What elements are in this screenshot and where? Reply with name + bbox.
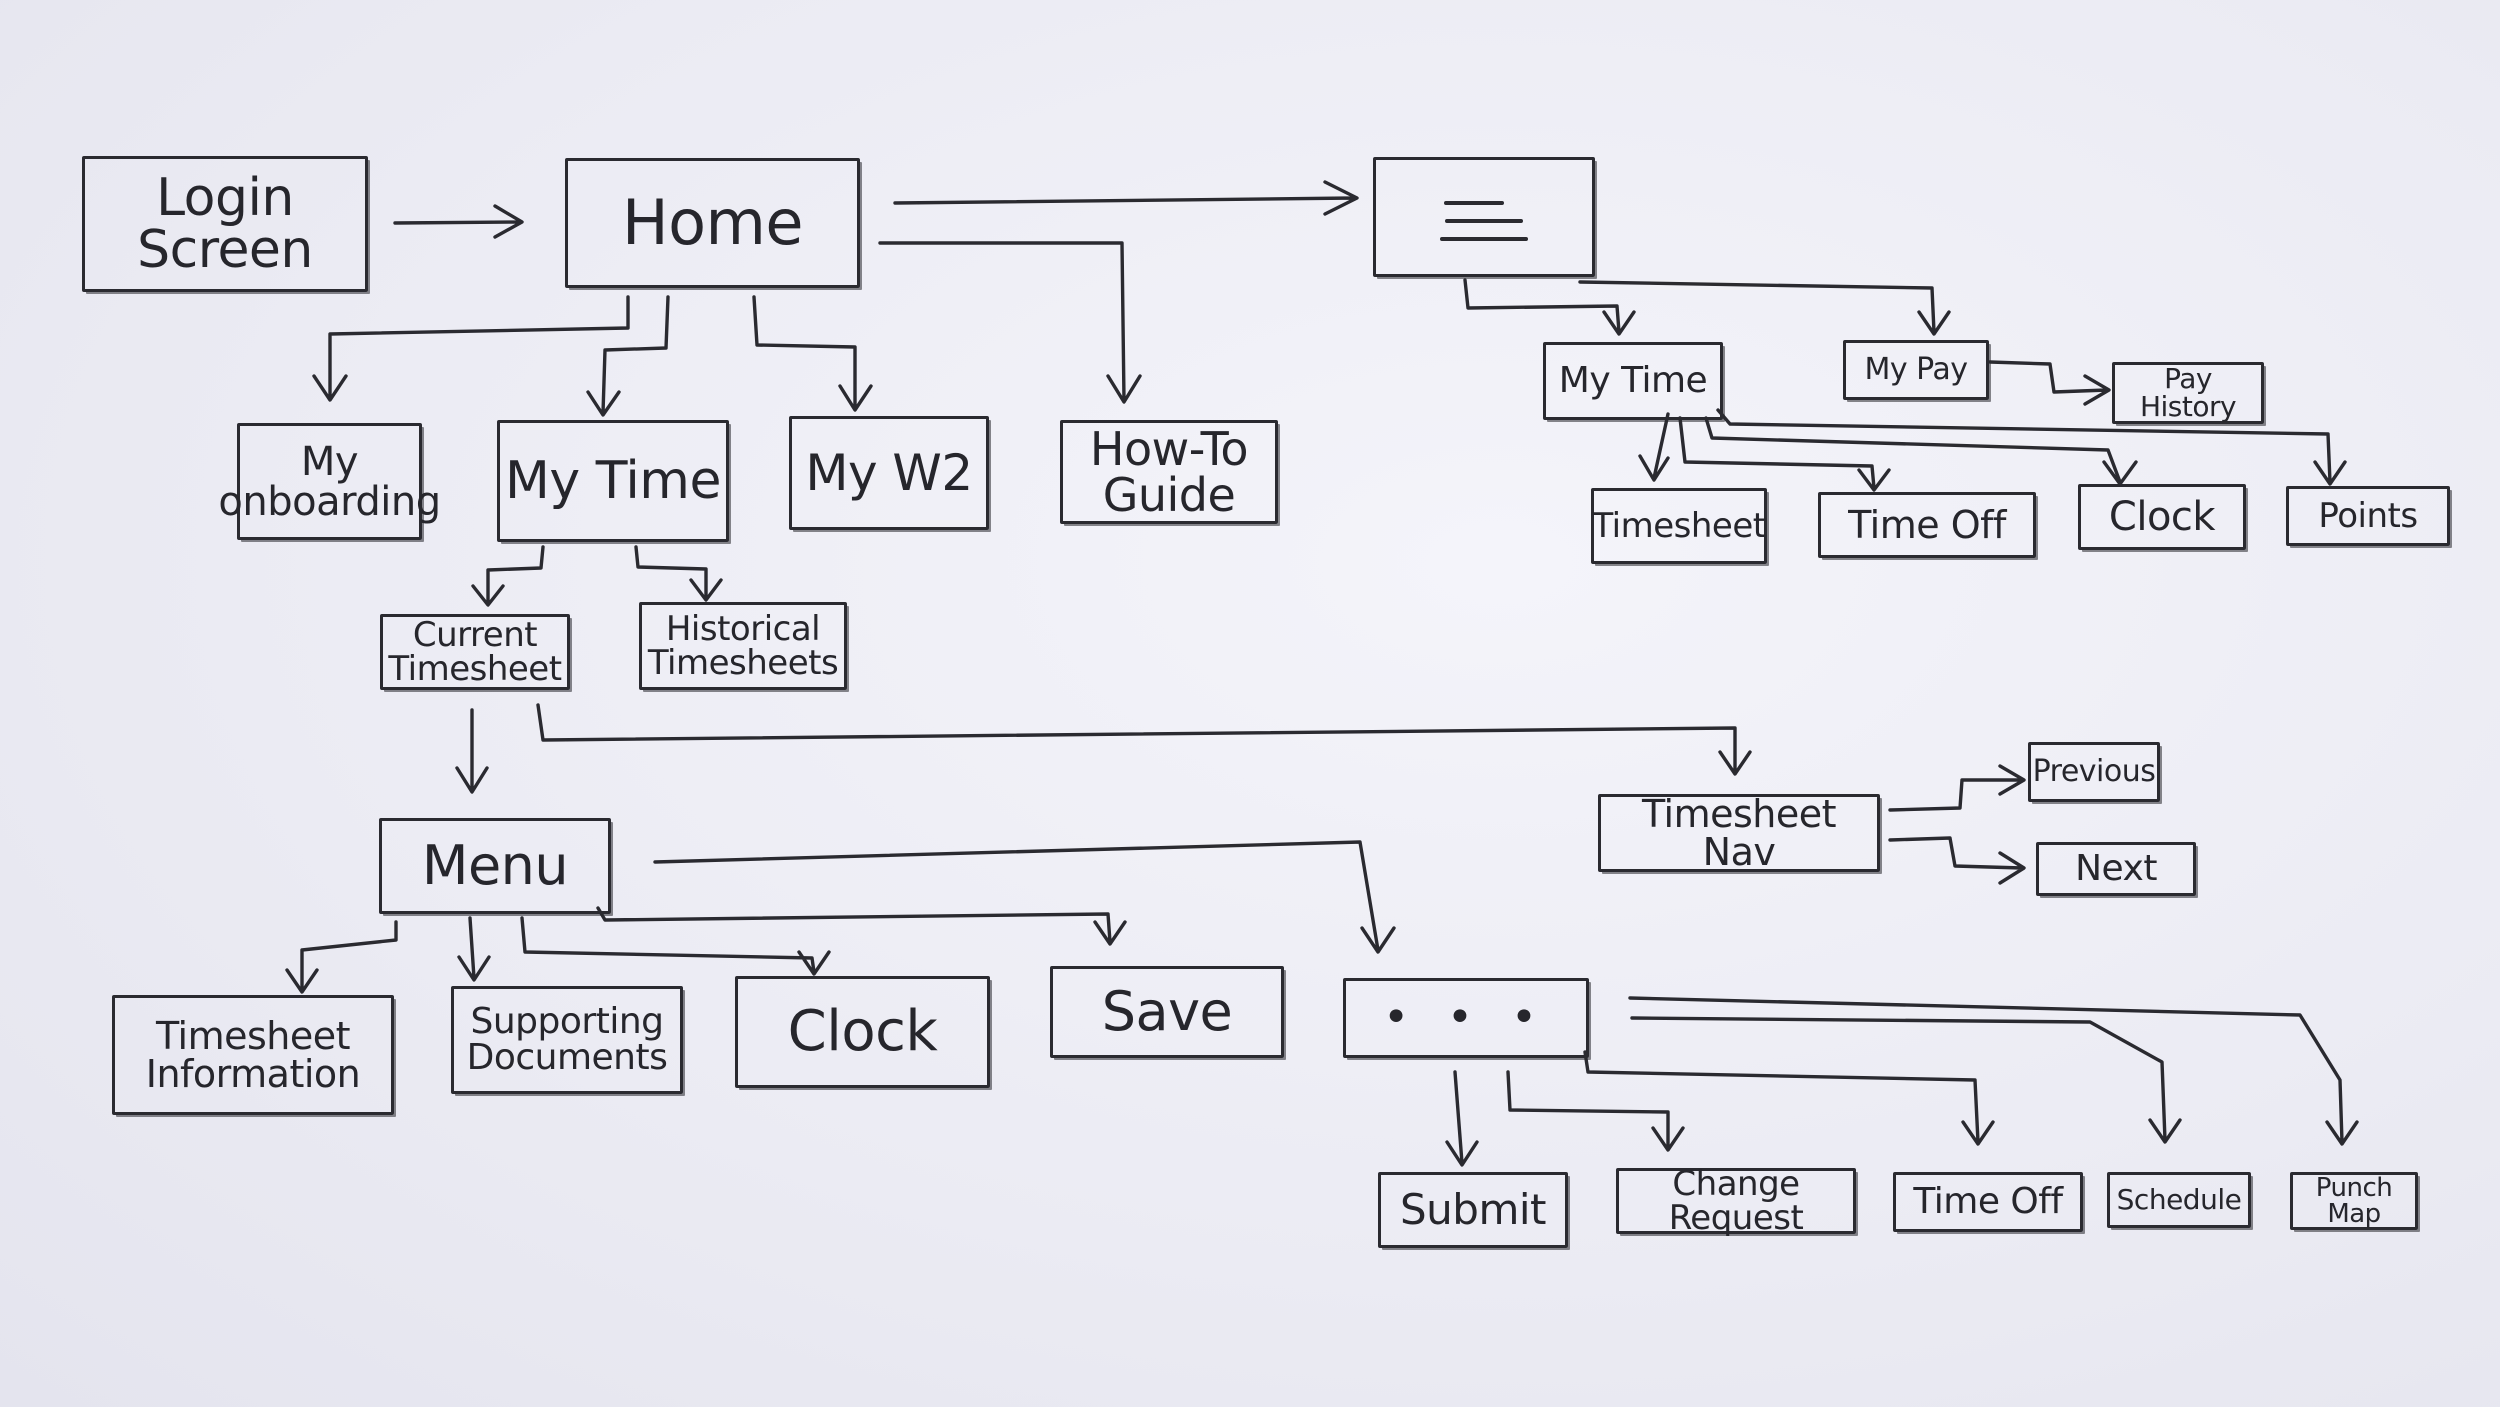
arrow-home-w2: [752, 295, 873, 412]
arrow-home-mytime: [586, 295, 670, 417]
punch-map-label: Punch Map: [2315, 1173, 2393, 1229]
arrow-menu-tsinfo: [285, 920, 398, 994]
my-w2-node[interactable]: My W2: [789, 416, 989, 530]
schedule-node[interactable]: Schedule: [2107, 1172, 2251, 1228]
arrow-current-menu: [455, 708, 489, 794]
arrow-more-change: [1506, 1070, 1685, 1152]
arrow-home-hamburger: [893, 180, 1359, 216]
arrow-more-punch: [1628, 996, 2359, 1146]
how-to-guide-label: How-To Guide: [1089, 422, 1249, 522]
change-request-label: Change Request: [1668, 1164, 1804, 1238]
my-w2-label: My W2: [805, 444, 973, 502]
arrow-login-home: [393, 204, 524, 239]
submit-label: Submit: [1400, 1185, 1547, 1234]
side-clock-label: Clock: [2108, 494, 2216, 540]
schedule-label: Schedule: [2116, 1183, 2242, 1216]
timesheet-nav-label: Timesheet Nav: [1641, 792, 1837, 874]
menu-label: Menu: [421, 834, 569, 897]
time-off-label: Time Off: [1913, 1181, 2063, 1222]
arrow-side-points: [1716, 408, 2347, 486]
login-screen-label: Login Screen: [137, 168, 313, 280]
supporting-documents-label: Supporting Documents: [466, 1001, 668, 1078]
historical-timesheets-node[interactable]: Historical Timesheets: [639, 602, 847, 690]
hamburger-line: [1440, 237, 1528, 241]
arrow-side-timeoff: [1678, 416, 1891, 492]
arrow-nav-next: [1888, 836, 2026, 885]
next-label: Next: [2075, 848, 2157, 889]
timesheet-information-label: Timesheet Information: [145, 1014, 361, 1096]
more-options-icon: • • •: [1383, 992, 1549, 1043]
side-time-off-label: Time Off: [1848, 503, 2006, 547]
side-points-label: Points: [2318, 496, 2418, 536]
arrow-menu-save: [596, 906, 1127, 946]
login-screen-node[interactable]: Login Screen: [82, 156, 368, 292]
current-timesheet-node[interactable]: Current Timesheet: [380, 614, 570, 690]
arrow-menu-more: [653, 840, 1396, 954]
side-timesheet-label: Timesheet: [1592, 506, 1766, 546]
menu-node[interactable]: Menu: [379, 818, 611, 914]
arrow-menu-supporting: [457, 916, 491, 982]
save-node[interactable]: Save: [1050, 966, 1284, 1058]
punch-map-node[interactable]: Punch Map: [2290, 1172, 2418, 1230]
arrow-mytime-historical: [634, 545, 723, 602]
hamburger-menu-node[interactable]: [1373, 157, 1595, 277]
side-clock-node[interactable]: Clock: [2078, 484, 2246, 550]
my-time-node[interactable]: My Time: [497, 420, 729, 542]
side-time-off-node[interactable]: Time Off: [1818, 492, 2036, 558]
arrow-more-submit: [1445, 1070, 1479, 1167]
timesheet-information-node[interactable]: Timesheet Information: [112, 995, 394, 1115]
home-label: Home: [621, 186, 804, 259]
clock-label: Clock: [787, 999, 938, 1064]
historical-timesheets-label: Historical Timesheets: [647, 609, 839, 683]
my-onboarding-node[interactable]: My onboarding: [218, 423, 441, 540]
next-node[interactable]: Next: [2036, 842, 2196, 896]
arrow-nav-previous: [1888, 764, 2026, 812]
arrow-home-onboarding: [312, 295, 630, 402]
previous-label: Previous: [2032, 754, 2156, 789]
current-timesheet-label: Current Timesheet: [388, 615, 562, 689]
clock-node[interactable]: Clock: [735, 976, 990, 1088]
arrow-more-schedule: [1630, 1016, 2182, 1144]
hamburger-line: [1444, 201, 1504, 205]
time-off-node[interactable]: Time Off: [1893, 1172, 2083, 1232]
save-label: Save: [1101, 980, 1233, 1043]
side-points-node[interactable]: Points: [2286, 486, 2450, 546]
arrow-ham-mytime: [1463, 278, 1636, 336]
my-time-label: My Time: [505, 451, 721, 511]
arrow-side-timesheet: [1638, 412, 1670, 482]
previous-node[interactable]: Previous: [2028, 742, 2160, 802]
how-to-guide-node[interactable]: How-To Guide: [1060, 420, 1278, 524]
my-onboarding-label: My onboarding: [218, 438, 441, 525]
arrow-home-howto: [878, 241, 1142, 404]
side-timesheet-node[interactable]: Timesheet: [1591, 488, 1767, 564]
home-node[interactable]: Home: [565, 158, 860, 288]
more-options-node[interactable]: • • •: [1343, 978, 1589, 1058]
arrow-menu-clock: [520, 916, 831, 976]
side-my-pay-label: My Pay: [1864, 352, 1968, 387]
pay-history-node[interactable]: Pay History: [2112, 362, 2264, 424]
hamburger-line: [1445, 219, 1523, 223]
arrow-current-nav: [536, 703, 1752, 776]
arrow-pay-history: [1988, 360, 2111, 406]
submit-node[interactable]: Submit: [1378, 1172, 1568, 1248]
arrow-ham-mypay: [1578, 280, 1951, 336]
arrow-mytime-current: [471, 545, 545, 607]
change-request-node[interactable]: Change Request: [1616, 1164, 1856, 1238]
timesheet-nav-node[interactable]: Timesheet Nav: [1598, 794, 1880, 872]
side-my-pay-node[interactable]: My Pay: [1843, 340, 1989, 400]
arrow-more-timeoff: [1583, 1050, 1995, 1146]
pay-history-label: Pay History: [2139, 362, 2237, 423]
supporting-documents-node[interactable]: Supporting Documents: [451, 986, 683, 1094]
side-my-time-node[interactable]: My Time: [1543, 342, 1723, 420]
side-my-time-label: My Time: [1558, 360, 1708, 401]
